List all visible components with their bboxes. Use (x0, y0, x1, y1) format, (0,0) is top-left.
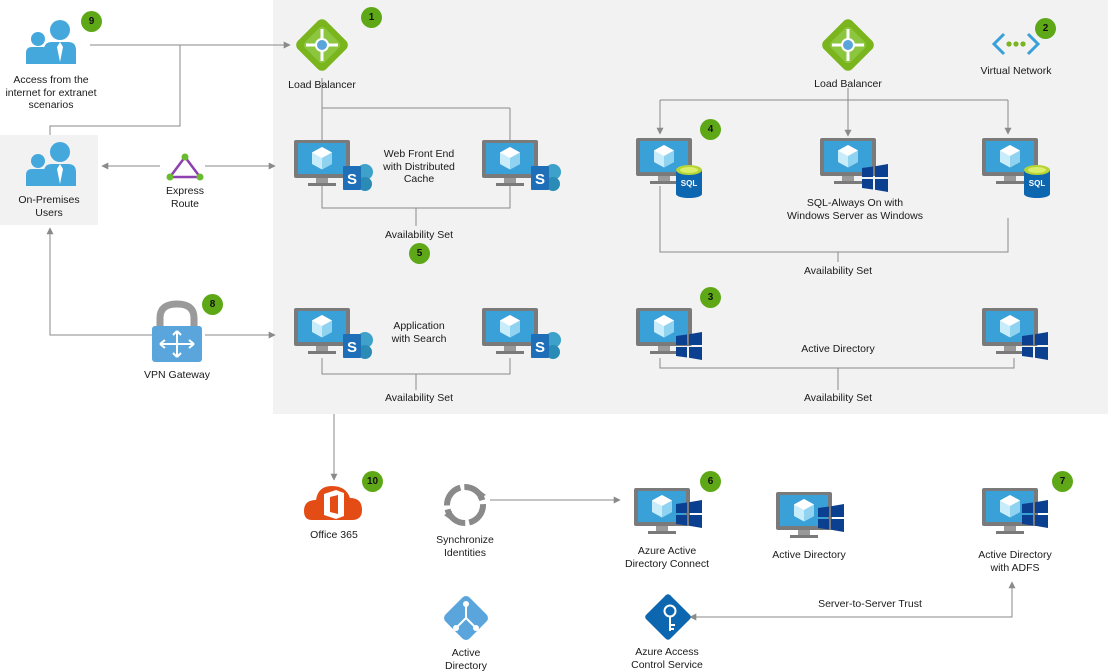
sql-vm-right-db-label: SQL (1029, 179, 1046, 188)
web-availability-set-label: Availability Set (384, 229, 454, 241)
active-directory-vnet-label: Active Directory (801, 343, 875, 355)
onprem-ad-vm-icon (776, 492, 844, 538)
adfs-vm-icon (982, 488, 1048, 534)
office365-icon (304, 486, 362, 520)
sql-vm-left-icon: SQL (636, 138, 702, 198)
virtual-network-label: Virtual Network (980, 65, 1052, 77)
badge-3: 3 (700, 287, 721, 308)
badge-8: 8 (202, 294, 223, 315)
badge-5: 5 (409, 243, 430, 264)
sync-identities-icon (444, 484, 486, 526)
aad-connect-vm-icon (634, 488, 702, 534)
badge-10: 10 (362, 471, 383, 492)
active-directory-onprem-label: Active Directory (772, 549, 846, 561)
access-control-label: Azure Access Control Service (631, 646, 703, 671)
vpn-gateway-label: VPN Gateway (144, 369, 210, 381)
sync-identities-label: Synchronize Identities (436, 534, 494, 559)
onprem-users-label: On-Premises Users (18, 194, 80, 219)
server-trust-label: Server-to-Server Trust (818, 598, 922, 610)
application-search-label: Application with Search (391, 320, 447, 345)
virtual-network-icon (991, 32, 1041, 56)
app-availability-set-label: Availability Set (384, 392, 454, 404)
office365-label: Office 365 (310, 529, 358, 541)
sql-availability-set-label: Availability Set (803, 265, 873, 277)
badge-7: 7 (1052, 471, 1073, 492)
aad-connect-label: Azure Active Directory Connect (624, 545, 710, 570)
sql-vm-right-icon: SQL (982, 138, 1050, 198)
load-balancer-left-label: Load Balancer (288, 79, 356, 91)
connectors (46, 41, 1016, 621)
express-route-icon (166, 153, 204, 181)
ad-availability-set-label: Availability Set (803, 392, 873, 404)
access-control-icon (645, 594, 691, 640)
web-front-end-label: Web Front End with Distributed Cache (383, 148, 455, 185)
badge-6: 6 (700, 471, 721, 492)
load-balancer-right-label: Load Balancer (814, 78, 882, 90)
sql-vm-left-db-label: SQL (681, 179, 698, 188)
active-directory-bottom-label: Active Directory (444, 647, 487, 672)
active-directory-bottom-icon (444, 596, 488, 640)
sql-always-on-label: SQL-Always On with Windows Server as Win… (787, 197, 923, 222)
express-route-label: Express Route (166, 185, 204, 210)
badge-2: 2 (1035, 18, 1056, 39)
internet-users-label: Access from the internet for extranet sc… (5, 74, 97, 111)
badge-4: 4 (700, 119, 721, 140)
badge-1: 1 (361, 7, 382, 28)
vpn-gateway-icon (152, 300, 202, 362)
badge-9: 9 (81, 11, 102, 32)
ad-adfs-label: Active Directory with ADFS (978, 549, 1052, 574)
internet-users-icon (26, 20, 76, 64)
